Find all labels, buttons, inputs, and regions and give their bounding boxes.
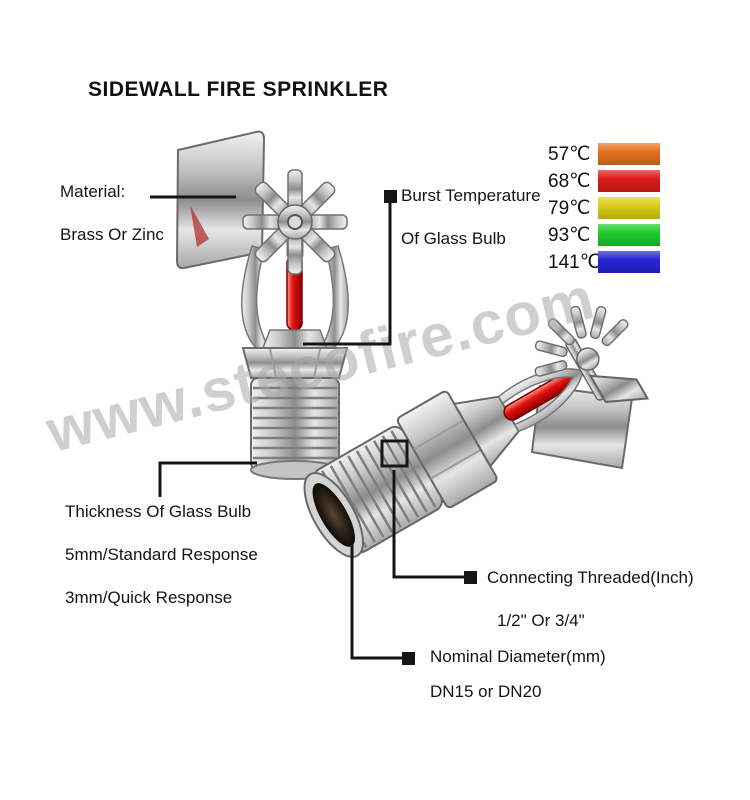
legend-swatch-79c (598, 197, 660, 219)
nominal-callout-line (350, 545, 403, 660)
legend-swatch-93c (598, 224, 660, 246)
legend-row: 57℃ (548, 143, 660, 165)
glass-bulb-thickness-callout: Thickness Of Glass Bulb 5mm/Standard Res… (65, 502, 258, 631)
legend-row: 141℃ (548, 251, 660, 273)
legend-swatch-68c (598, 170, 660, 192)
nominal-callout-marker (402, 652, 415, 665)
threaded-body (312, 425, 443, 554)
legend-row: 93℃ (548, 224, 660, 246)
frame-arm-left (241, 245, 271, 349)
connecting-label-line2: 1/2" Or 3/4" (497, 611, 585, 630)
thickness-label-line1: Thickness Of Glass Bulb (65, 502, 252, 521)
burst-callout-marker (384, 190, 397, 203)
diagram-title: SIDEWALL FIRE SPRINKLER (88, 78, 389, 101)
material-label-line2: Brass Or Zinc (60, 225, 164, 244)
connecting-callout-line (392, 470, 464, 579)
glass-bulb (286, 255, 303, 331)
legend-label-68c: 68℃ (548, 170, 591, 192)
legend-row: 68℃ (548, 170, 660, 192)
legend-label-79c: 79℃ (548, 197, 591, 219)
glass-bulb (503, 370, 579, 421)
thickness-label-line2: 5mm/Standard Response (65, 545, 258, 564)
legend-swatch-57c (598, 143, 660, 165)
deflector-wing (588, 374, 650, 403)
watermark: www.stecofire.com (39, 264, 602, 466)
material-label-line1: Material: (60, 182, 126, 201)
inlet-bore (312, 483, 355, 547)
legend-label-57c: 57℃ (548, 143, 591, 165)
sidewall-escutcheon (530, 384, 634, 470)
connecting-callout-marker (464, 571, 477, 584)
hex-nut (396, 390, 498, 509)
wall-plate (175, 130, 266, 270)
thickness-label-line3: 3mm/Quick Response (65, 588, 233, 607)
frame-arms (497, 368, 585, 433)
temperature-legend: 57℃ 68℃ 79℃ 93℃ 141℃ (548, 143, 660, 278)
legend-swatch-141c (598, 251, 660, 273)
plate-red-reflection (190, 205, 209, 247)
connecting-thread-callout: Connecting Threaded(Inch) 1/2" Or 3/4" (487, 568, 694, 654)
burst-temperature-callout: Burst Temperature Of Glass Bulb (401, 186, 541, 272)
burst-label-line1: Burst Temperature (401, 186, 541, 205)
legend-label-141c: 141℃ (548, 251, 602, 273)
nominal-label-line2: DN15 or DN20 (430, 682, 542, 701)
nominal-label-line1: Nominal Diameter(mm) (430, 647, 606, 666)
thickness-callout-line (158, 461, 257, 497)
thread-target-marker (380, 439, 409, 468)
legend-row: 79℃ (548, 197, 660, 219)
body-cone (452, 395, 520, 468)
material-callout: Material: Brass Or Zinc (60, 182, 164, 268)
legend-label-93c: 93℃ (548, 224, 591, 246)
deflector (242, 169, 348, 275)
burst-label-line2: Of Glass Bulb (401, 229, 506, 248)
nominal-diameter-callout: Nominal Diameter(mm) DN15 or DN20 (430, 647, 606, 717)
connecting-label-line1: Connecting Threaded(Inch) (487, 568, 694, 587)
